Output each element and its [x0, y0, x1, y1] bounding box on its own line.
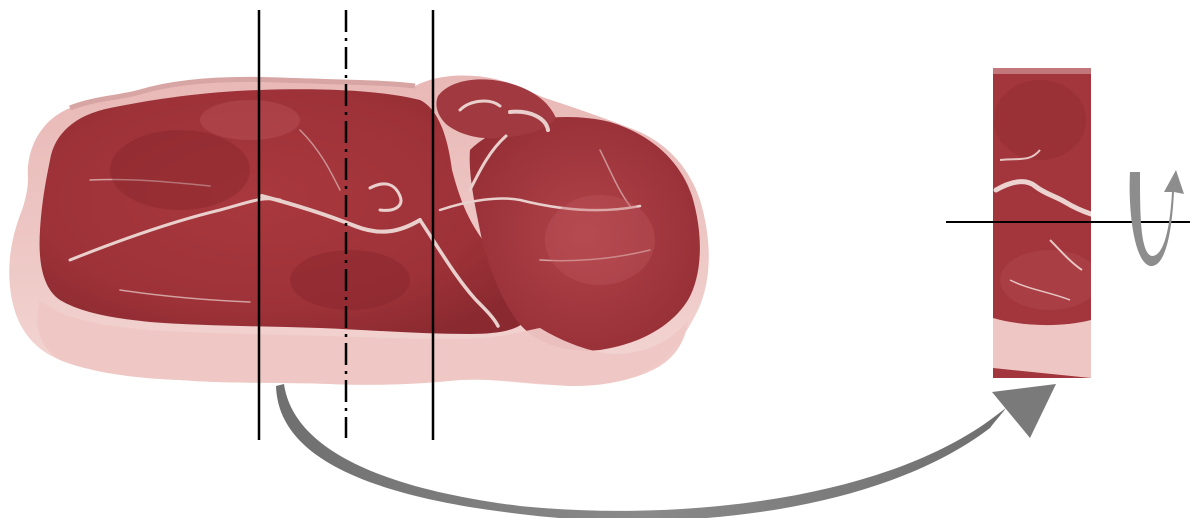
rotation-arrow-body: [1130, 170, 1184, 266]
curved-transfer-arrow: [276, 384, 1056, 518]
ham-slice-cross-section: [9, 75, 709, 386]
transfer-arrow-head: [992, 384, 1056, 438]
transfer-arrow-body: [276, 384, 1006, 518]
lean-muscle-top-lobe: [436, 79, 556, 138]
